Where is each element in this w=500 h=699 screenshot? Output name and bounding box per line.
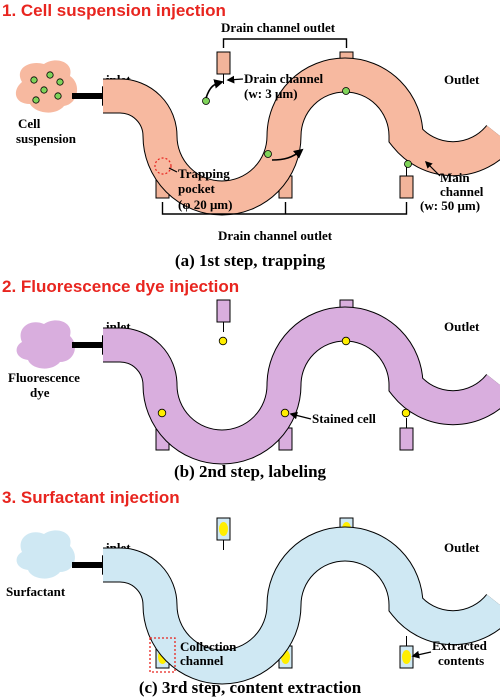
outlet-label: Outlet	[444, 72, 480, 87]
panel-cell-suspension: 1. Cell suspension injection Cell suspen…	[2, 1, 500, 270]
stained-cells	[157, 336, 411, 418]
extracted-label-line2: contents	[438, 653, 484, 668]
stained-cell	[280, 408, 290, 418]
stained-cell-pointer	[289, 411, 312, 420]
trapping-label-line2: pocket	[178, 181, 216, 196]
outlet-label: Outlet	[444, 540, 480, 555]
collection-label-line1: Collection	[180, 639, 237, 654]
main-channel-label-line2: channel	[440, 184, 484, 199]
collection-label-line2: channel	[180, 653, 224, 668]
trapping-pocket-highlight	[154, 157, 172, 175]
main-channel	[103, 306, 500, 465]
drain-top-label: Drain channel outlet	[221, 20, 336, 35]
panel-3-title: 3. Surfactant injection	[2, 488, 180, 507]
main-channel-pointer	[424, 160, 441, 177]
panel-3-caption: (c) 3rd step, content extraction	[139, 678, 362, 697]
trapped-cell	[404, 160, 412, 168]
trapping-pointer	[168, 167, 178, 173]
main-channel	[103, 57, 500, 216]
main-channel-label-line1: Main	[440, 170, 470, 185]
panel-2-caption: (b) 2nd step, labeling	[174, 462, 327, 481]
stained-cell	[218, 336, 228, 346]
outlet-label: Outlet	[444, 319, 480, 334]
dye-blob	[16, 320, 75, 369]
trapped-cell	[264, 150, 272, 158]
cell-flow-arrow-2	[271, 148, 304, 161]
blob-label: Surfactant	[6, 584, 66, 599]
cell-flow-arrow-1	[205, 79, 224, 99]
panel-2-title: 2. Fluorescence dye injection	[2, 277, 239, 296]
trapped-cells	[202, 87, 412, 168]
drain-channel-label-line2: (w: 3 μm)	[244, 86, 298, 101]
trapped-cell	[342, 87, 350, 95]
drain-bottom-label: Drain channel outlet	[218, 228, 333, 243]
drain-channel-label-line1: Drain channel	[244, 71, 323, 86]
extracted-label-line1: Extracted	[432, 638, 488, 653]
extracted-pointer	[411, 650, 432, 659]
trapping-label-line1: Trapping	[178, 166, 230, 181]
surfactant-blob	[16, 530, 75, 579]
main-channel-label-line3: (w: 50 μm)	[420, 198, 480, 213]
stained-cell-label: Stained cell	[312, 411, 376, 426]
panel-1-caption: (a) 1st step, trapping	[175, 251, 326, 270]
blob-label-line1: Cell	[18, 116, 41, 131]
trapping-label-line3: (φ 20 μm)	[178, 197, 232, 212]
drain-bottom-bracket	[161, 202, 408, 215]
main-channel	[103, 526, 500, 685]
stained-cell	[157, 408, 167, 418]
trapped-cell	[202, 97, 210, 105]
blob-label-line2: suspension	[16, 131, 77, 146]
panel-fluorescence-dye: 2. Fluorescence dye injection Fluorescen…	[2, 277, 500, 481]
collection-channel-highlight	[149, 637, 176, 673]
drain-top-bracket	[222, 38, 348, 48]
stained-cell	[401, 408, 411, 418]
drain-channel-pointer	[226, 75, 244, 84]
blob-label-line2: dye	[30, 385, 50, 400]
blob-label-line1: Fluorescence	[8, 370, 80, 385]
suspended-cells	[30, 71, 64, 104]
stained-cell	[341, 336, 351, 346]
panel-1-title: 1. Cell suspension injection	[2, 1, 226, 20]
cell-suspension-blob	[15, 60, 78, 113]
panel-surfactant: 3. Surfactant injection Surfactant inlet…	[2, 488, 500, 697]
